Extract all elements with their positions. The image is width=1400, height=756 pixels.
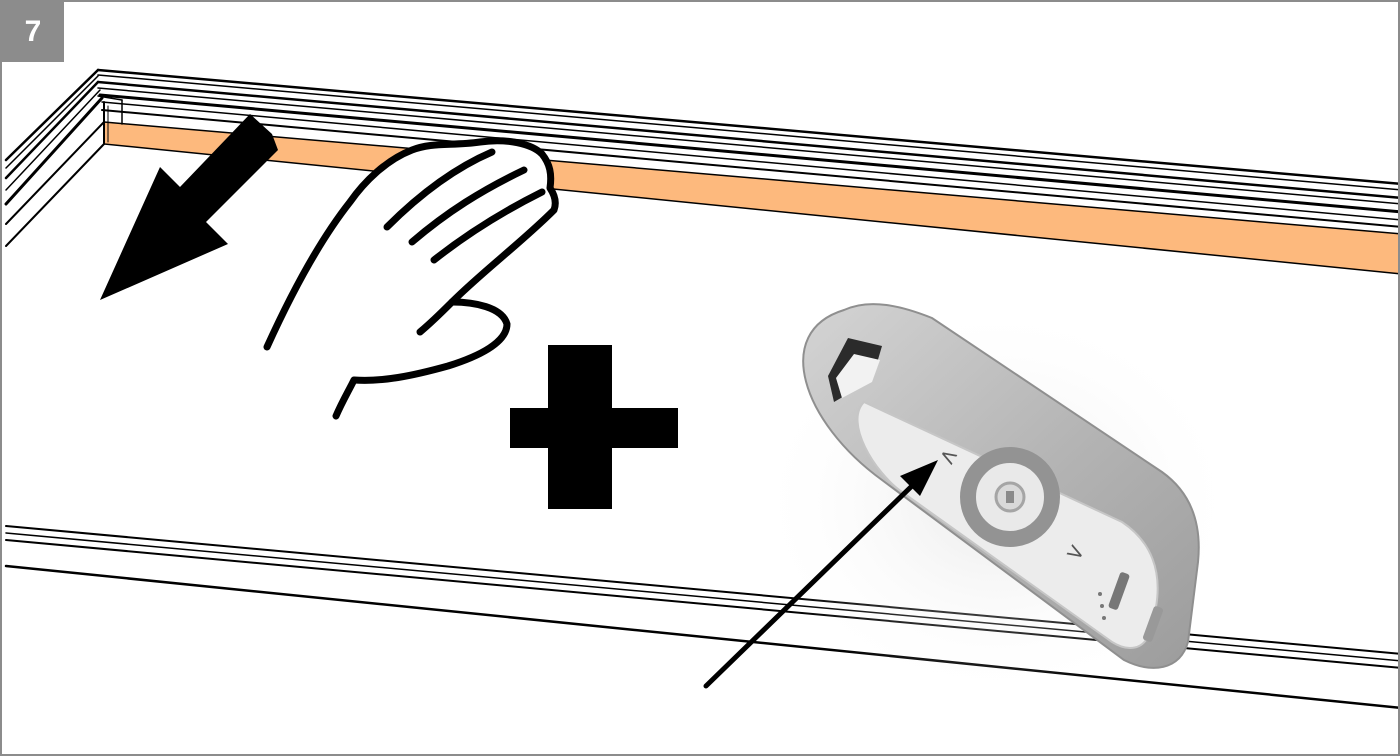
rail-highlight-strip [104, 122, 1400, 274]
hand-icon [267, 141, 555, 416]
plus-icon [510, 345, 678, 509]
step-number-badge: 7 [2, 2, 64, 62]
remote-control-icon: < > [752, 302, 1242, 702]
